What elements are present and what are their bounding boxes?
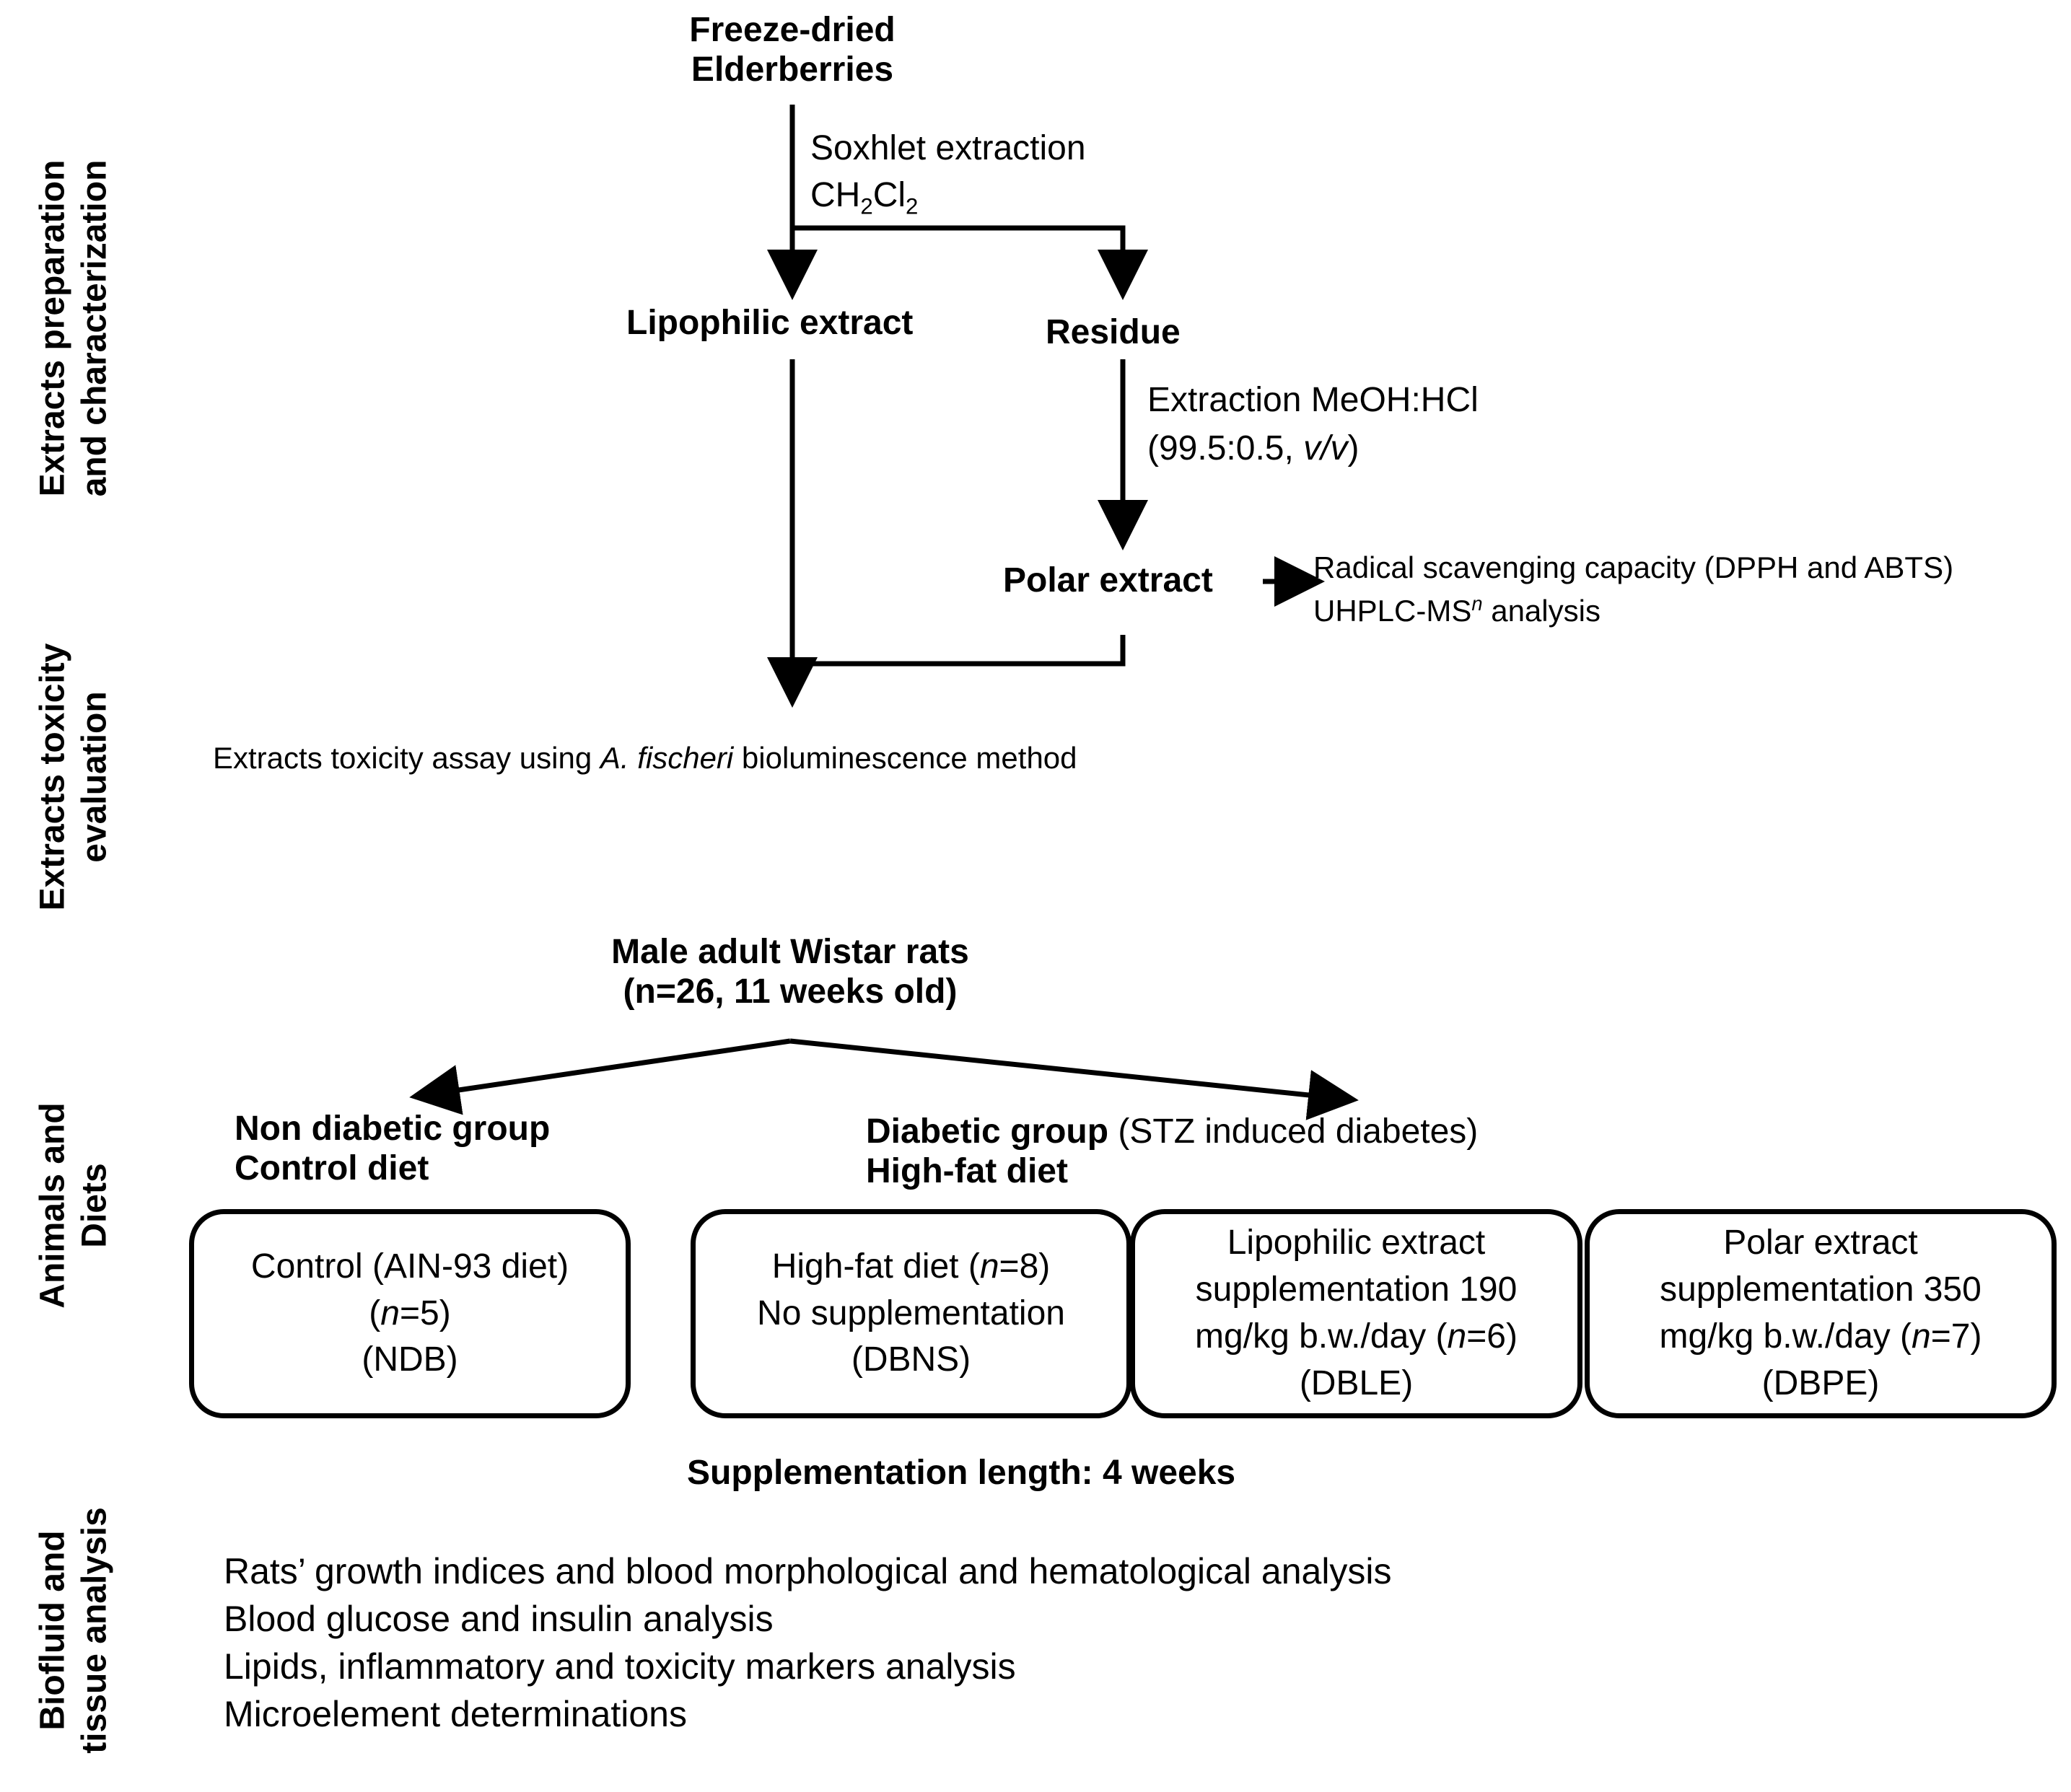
list-item: Lipids, inflammatory and toxicity marker… (224, 1646, 1016, 1687)
list-item: Blood glucose and insulin analysis (224, 1599, 774, 1639)
non-diabetic-group: Non diabetic group Control diet (235, 1110, 551, 1188)
diabetic-group: Diabetic group (STZ induced diabetes) Hi… (866, 1112, 1479, 1191)
merge-line (792, 635, 1126, 667)
section-label-toxicity-evaluation: Extracts toxicity evaluation (33, 643, 113, 911)
group-box-ndb: Control (AIN-93 diet) (n=5) (NDB) (189, 1209, 631, 1418)
list-item: Microelement determinations (224, 1694, 687, 1734)
group-box-dbns: High-fat diet (n=8) No supplementation (… (691, 1209, 1131, 1418)
step2-ratio: (99.5:0.5, v/v) (1147, 429, 1359, 467)
step1-solvent: CH2Cl2 (810, 176, 919, 219)
group-box-dbpe: Polar extract supplementation 350 mg/kg … (1585, 1209, 2057, 1418)
source-node: Freeze-dried Elderberries (689, 11, 896, 89)
lipophilic-extract-node: Lipophilic extract (626, 304, 914, 342)
arrow-to-non-diabetic (409, 1038, 791, 1115)
polar-extract-node: Polar extract (1003, 561, 1213, 599)
supplementation-length: Supplementation length: 4 weeks (687, 1454, 1236, 1492)
polar-analysis-uhplc: UHPLC-MSn analysis (1313, 592, 1601, 628)
step1-method: Soxhlet extraction (810, 129, 1086, 167)
group-box-dble: Lipophilic extract supplementation 190 m… (1130, 1209, 1582, 1418)
polar-analysis-scavenging: Radical scavenging capacity (DPPH and AB… (1313, 550, 1954, 584)
rats-title: Male adult Wistar rats (n=26, 11 weeks o… (611, 933, 969, 1011)
arrow-to-diabetic (789, 1038, 1359, 1120)
analyses-list: Rats’ growth indices and blood morpholog… (224, 1547, 1392, 1738)
section-label-extracts-preparation: Extracts preparation and characterizatio… (33, 159, 113, 497)
arrow-to-residue (792, 225, 1148, 300)
section-label-biofluid-analysis: Biofluid and tissue analysis (33, 1507, 113, 1754)
step2-method: Extraction MeOH:HCl (1147, 381, 1479, 419)
list-item: Rats’ growth indices and blood morpholog… (224, 1551, 1392, 1591)
residue-node: Residue (1046, 313, 1181, 351)
toxicity-assay: Extracts toxicity assay using A. fischer… (213, 741, 1077, 775)
section-label-animals-diets: Animals and Diets (33, 1102, 113, 1309)
